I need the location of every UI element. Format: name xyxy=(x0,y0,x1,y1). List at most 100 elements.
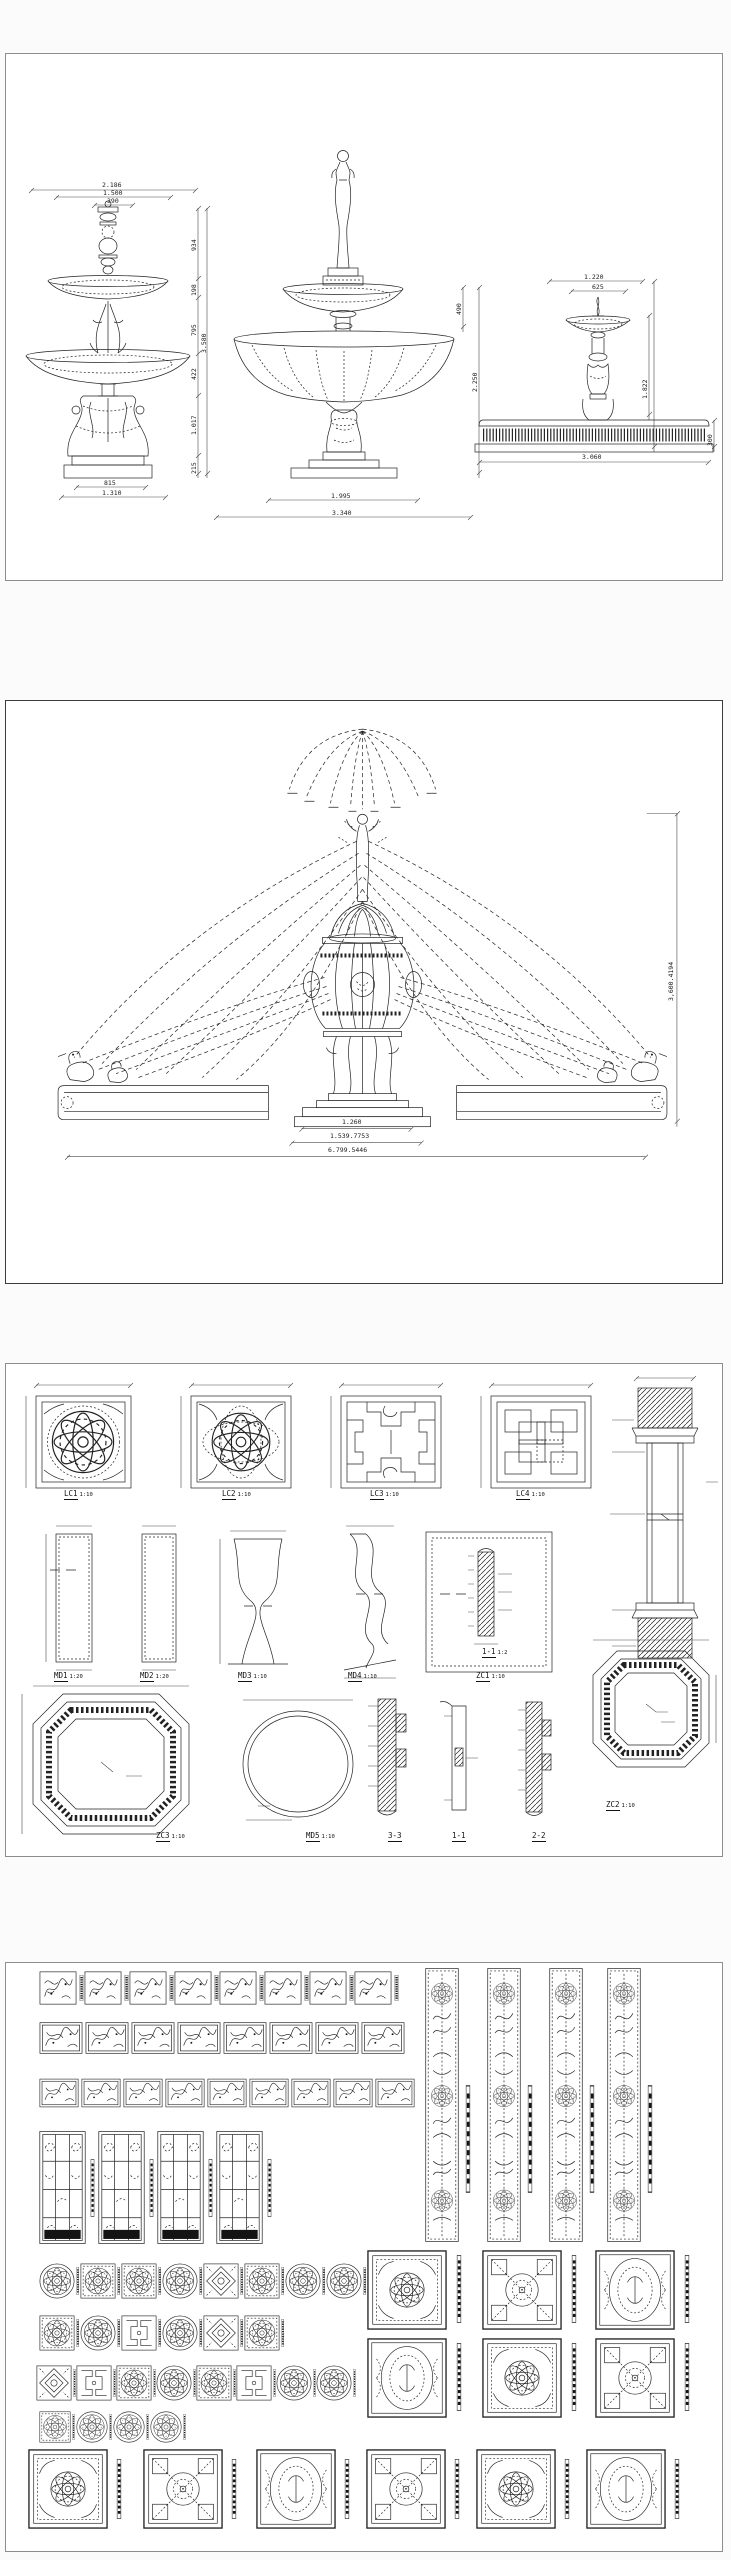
detail-id: LC4 xyxy=(516,1489,530,1500)
ornament-bottom-row xyxy=(29,2449,680,2529)
dimension-label: 3.060 xyxy=(582,453,602,461)
section-1-1 xyxy=(439,1701,478,1811)
detail-md3 xyxy=(219,1530,288,1665)
detail-scale: 1:10 xyxy=(531,1492,545,1498)
ornament-row-tall-panels xyxy=(39,2131,272,2244)
lattice-lc4 xyxy=(490,1395,592,1489)
dimension-label: 3.340 xyxy=(332,509,352,517)
detail-zc3 xyxy=(21,1685,190,1835)
dimension-label: 1.260 xyxy=(342,1118,362,1126)
detail-id: MD5 xyxy=(306,1831,320,1842)
dimension-label: 3,600.4194 xyxy=(667,961,675,1001)
side-basins xyxy=(57,1085,668,1121)
detail-id: LC3 xyxy=(370,1489,384,1500)
right-fountain xyxy=(474,278,718,466)
detail-zc1 xyxy=(425,1531,553,1673)
fountain-spray-drawing xyxy=(57,728,681,1160)
ornament-row-medallions-4 xyxy=(40,2412,186,2442)
ornament-border-columns xyxy=(426,1968,652,2241)
detail-md2 xyxy=(141,1525,177,1671)
detail-scale: 1:10 xyxy=(491,1674,505,1680)
dimension-label: 1.220 xyxy=(584,273,604,281)
dimension-label: 625 xyxy=(592,283,604,291)
shell-calyx xyxy=(329,903,396,944)
detail-zc2 xyxy=(592,1639,717,1768)
detail-scale: 1:10 xyxy=(171,1834,185,1840)
detail-scale: 1:10 xyxy=(253,1674,267,1680)
detail-scale: 1:10 xyxy=(363,1674,377,1680)
detail-id: 2-2 xyxy=(532,1831,546,1842)
dimension-label: 3.580 xyxy=(200,333,208,353)
lattice-lc2 xyxy=(190,1395,292,1489)
dimension-label: 198 xyxy=(190,284,198,296)
dimension-label: 6.799.5446 xyxy=(328,1146,368,1154)
statue xyxy=(338,813,387,902)
dimension-label: 390 xyxy=(107,197,119,205)
dimension-label: 934 xyxy=(190,239,198,251)
detail-md5 xyxy=(242,1699,354,1821)
dimension-label: 422 xyxy=(190,368,198,380)
ornament-row-medallions-1 xyxy=(40,2263,367,2299)
detail-scale: 1:20 xyxy=(155,1674,169,1680)
detail-id: MD4 xyxy=(348,1671,362,1682)
dimension-label: 1.995 xyxy=(331,492,351,500)
detail-id: 1-1 xyxy=(452,1831,466,1842)
dolphin-pedestal xyxy=(294,1031,431,1128)
detail-md4 xyxy=(343,1525,397,1679)
dimension-label: 1.500 xyxy=(103,189,123,197)
dimensions xyxy=(64,811,681,1160)
urn-body xyxy=(303,937,422,1029)
spray-ticks xyxy=(287,792,437,812)
detail-scale: 1:10 xyxy=(237,1492,251,1498)
lattice-lc3 xyxy=(340,1395,442,1489)
dimension-label: 1.822 xyxy=(641,379,649,399)
dimension-label: 1.539.7753 xyxy=(330,1132,370,1140)
detail-id: 3-3 xyxy=(388,1831,402,1842)
detail-id: MD3 xyxy=(238,1671,252,1682)
dimension-label: 1.017 xyxy=(190,415,198,435)
column-section-detail xyxy=(610,1387,718,1659)
fountain-spray-panel: 3,600.4194 1.260 1.539.7753 6.799.5446 xyxy=(5,700,723,1284)
detail-label-1-1: 1-1 xyxy=(452,1831,466,1842)
decorative-patterns-drawing xyxy=(6,1963,690,2529)
ornament-grid-row-1 xyxy=(368,2250,690,2330)
dimension-label: 1.310 xyxy=(102,489,122,497)
detail-id: 1-1 xyxy=(482,1647,496,1658)
spray-dome xyxy=(289,728,436,810)
section-3-3 xyxy=(368,1698,407,1816)
dimension-label: 300 xyxy=(706,434,714,446)
detail-id: LC1 xyxy=(64,1489,78,1500)
dimension-label: 815 xyxy=(104,479,116,487)
ornament-details-drawing xyxy=(21,1375,718,1835)
left-fountain xyxy=(25,187,211,501)
water-jets xyxy=(73,840,652,1080)
middle-fountain xyxy=(213,150,483,521)
dimension-label: 490 xyxy=(455,303,463,315)
detail-scale: 1:10 xyxy=(79,1492,93,1498)
ornament-grid-row-2 xyxy=(367,2338,690,2418)
detail-scale: 1:10 xyxy=(385,1492,399,1498)
dimension-lines xyxy=(25,1375,697,1488)
ornament-row-beast-squares xyxy=(39,1971,399,2005)
fountain-elevations-panel: 2.186 1.500 390 934 198 795 422 1.017 21… xyxy=(5,53,723,581)
detail-scale: 1:2 xyxy=(497,1650,508,1656)
lattice-lc1 xyxy=(35,1395,132,1489)
detail-scale: 1:10 xyxy=(321,1834,335,1840)
dimension-label: 2.186 xyxy=(102,181,122,189)
decorative-patterns-panel xyxy=(5,1962,723,2552)
section-2-2 xyxy=(518,1701,552,1816)
ornament-row-medallions-3 xyxy=(36,2365,356,2401)
detail-scale: 1:20 xyxy=(69,1674,83,1680)
